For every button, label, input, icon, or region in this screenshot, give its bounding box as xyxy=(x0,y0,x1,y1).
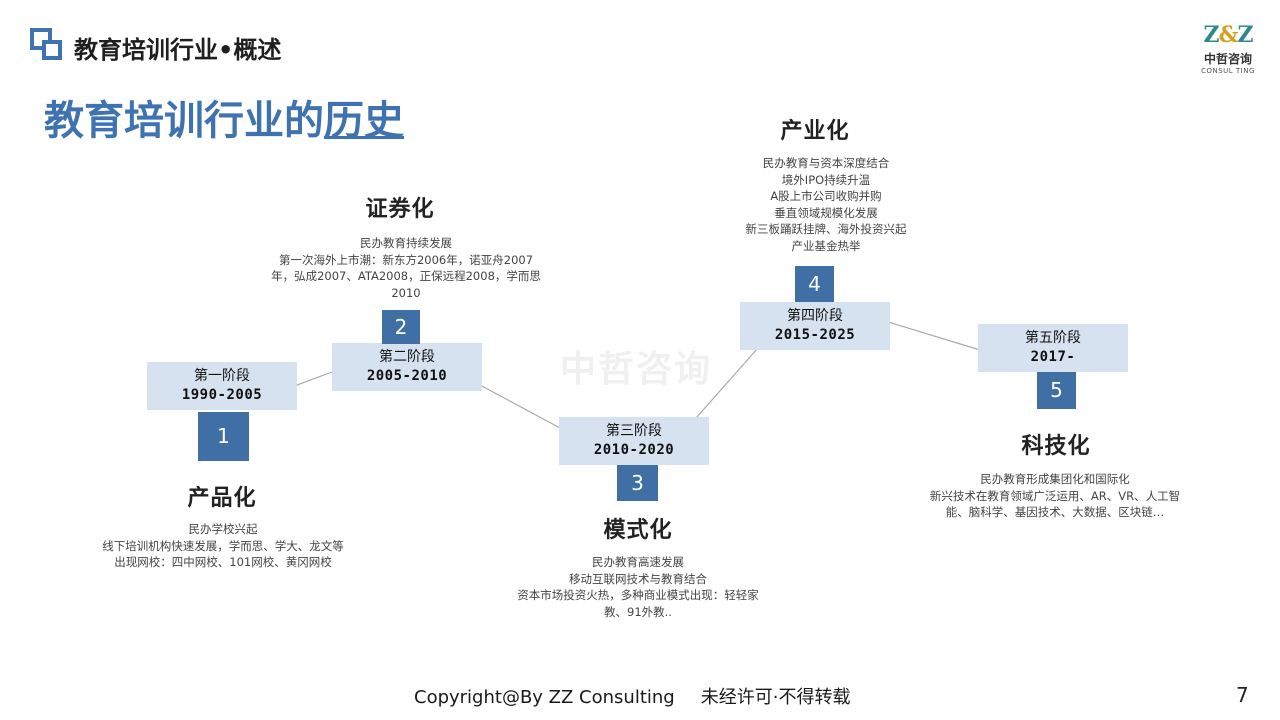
stage-5-box: 第五阶段 2017- xyxy=(978,324,1128,372)
stage-5-label: 第五阶段 xyxy=(1025,330,1081,346)
header-title: 教育培训行业•概述 xyxy=(74,36,282,64)
stage-4-label: 第四阶段 xyxy=(787,308,843,324)
watermark: 中哲咨询 xyxy=(560,349,713,390)
stage-2-years: 2005-2010 xyxy=(366,368,448,384)
page-title: 教育培训行业的历史 xyxy=(44,98,404,144)
connector-3-4 xyxy=(695,347,759,419)
footer: Copyright@By ZZ Consulting 未经许可·不得转载 xyxy=(414,683,850,709)
footer-note: 未经许可·不得转载 xyxy=(700,687,851,708)
stage-1-title: 产品化 xyxy=(187,486,257,511)
stage-3-title: 模式化 xyxy=(603,518,673,543)
stage-5-title: 科技化 xyxy=(1021,434,1091,459)
stage-3-box: 第三阶段 2010-2020 xyxy=(559,417,709,465)
stage-1-label: 第一阶段 xyxy=(194,368,250,384)
stage-5-number: 5 xyxy=(1037,372,1076,409)
stage-5-desc: 民办教育形成集团化和国际化 新兴技术在教育领域广泛运用、AR、VR、人工智 能、… xyxy=(929,472,1181,519)
stage-3-number: 3 xyxy=(617,465,658,501)
stage-1-number: 1 xyxy=(198,412,249,461)
brand-name-en: CONSUL TING xyxy=(1201,67,1255,75)
brand-mark: Z&Z xyxy=(1203,22,1254,48)
stage-4-number: 4 xyxy=(795,266,834,302)
stage-1-desc: 民办学校兴起 线下培训机构快速发展，学而思、学大、龙文等 出现网校：四中网校、1… xyxy=(102,522,344,569)
stage-2-box: 第二阶段 2005-2010 xyxy=(332,343,482,391)
stage-4-box: 第四阶段 2015-2025 xyxy=(740,302,890,350)
stage-1-years: 1990-2005 xyxy=(181,387,263,403)
header-logo-icon xyxy=(30,28,66,64)
page-number: 7 xyxy=(1236,683,1249,707)
brand-name-cn: 中哲咨询 xyxy=(1203,52,1252,66)
stage-3-desc: 民办教育高速发展 移动互联网技术与教育结合 资本市场投资火热，多种商业模式出现：… xyxy=(517,555,759,619)
stage-2-desc: 民办教育持续发展 第一次海外上市潮：新东方2006年，诺亚舟2007 年，弘成2… xyxy=(271,236,541,300)
stage-4-years: 2015-2025 xyxy=(774,327,856,343)
stage-2-number: 2 xyxy=(382,310,420,344)
brand-logo: Z&Z 中哲咨询 CONSUL TING xyxy=(1196,22,1260,75)
stage-3-label: 第三阶段 xyxy=(606,423,662,439)
connector-2-3 xyxy=(479,384,561,429)
connector-4-5 xyxy=(887,321,981,351)
stage-4-desc: 民办教育与资本深度结合 境外IPO持续升温 A股上市公司收购并购 垂直领域规模化… xyxy=(745,156,907,253)
stage-5-years: 2017- xyxy=(1030,349,1076,365)
stage-2-label: 第二阶段 xyxy=(379,349,435,365)
stage-4-title: 产业化 xyxy=(780,119,850,144)
stage-2-title: 证券化 xyxy=(365,197,435,222)
stage-3-years: 2010-2020 xyxy=(593,442,675,458)
footer-copyright: Copyright@By ZZ Consulting xyxy=(414,687,675,708)
stage-1-box: 第一阶段 1990-2005 xyxy=(147,362,297,410)
